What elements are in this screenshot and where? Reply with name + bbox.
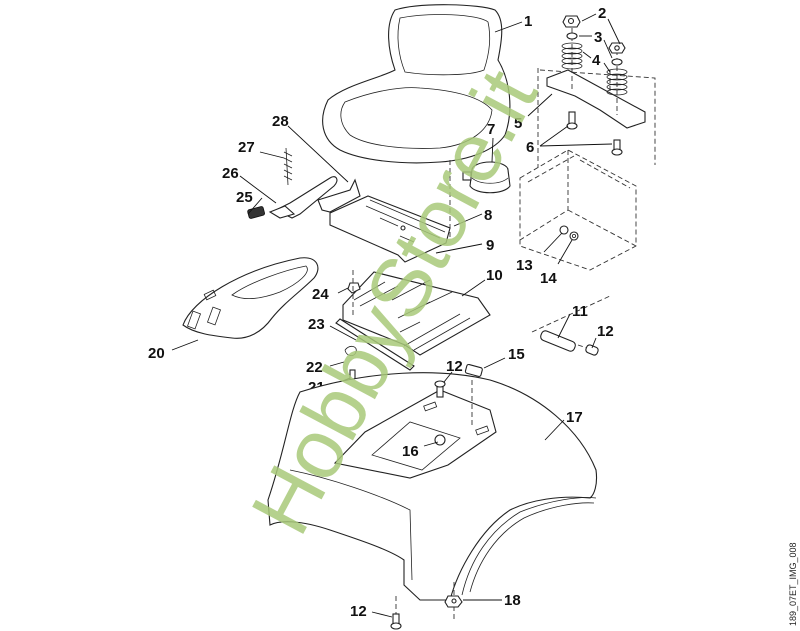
callout-5: 5 xyxy=(514,115,522,132)
leader-3b xyxy=(603,39,613,59)
leader-13 xyxy=(543,232,563,253)
callout-17: 17 xyxy=(566,409,583,426)
leader-2b xyxy=(607,18,621,45)
callout-9: 9 xyxy=(486,237,494,254)
leader-6a xyxy=(539,125,569,147)
callout-10: 10 xyxy=(486,267,503,284)
callout-23: 23 xyxy=(308,316,325,333)
callout-3: 3 xyxy=(594,29,602,46)
lever-assembly xyxy=(247,147,361,219)
leader-20 xyxy=(171,339,199,351)
callout-26: 26 xyxy=(222,165,239,182)
seat-slide xyxy=(329,160,451,263)
leader-22 xyxy=(329,361,345,367)
leader-7 xyxy=(491,137,494,163)
seat xyxy=(322,4,511,164)
callout-11: 11 xyxy=(572,303,588,320)
seat-rail-plate xyxy=(342,271,491,356)
leader-28 xyxy=(287,125,349,183)
callout-15: 15 xyxy=(508,346,525,363)
callout-7: 7 xyxy=(487,121,495,138)
callout-12a: 12 xyxy=(597,323,614,340)
leader-24 xyxy=(337,287,349,294)
leader-1 xyxy=(494,21,523,33)
leader-6b xyxy=(539,143,613,147)
callout-4: 4 xyxy=(592,52,601,69)
leader-4a xyxy=(582,51,592,59)
callout-27: 27 xyxy=(238,139,255,156)
leader-15 xyxy=(483,357,506,369)
rubber-buffer xyxy=(464,363,483,378)
callout-16: 16 xyxy=(402,443,419,460)
leader-4b xyxy=(603,62,611,73)
callout-1: 1 xyxy=(524,13,532,30)
callout-18: 18 xyxy=(504,592,521,609)
leader-12a xyxy=(591,337,597,349)
small-parts-left xyxy=(335,270,415,381)
callout-25: 25 xyxy=(236,189,253,206)
leader-17 xyxy=(544,419,565,441)
leader-9 xyxy=(435,243,483,254)
leader-14 xyxy=(557,239,573,265)
seat-bracket xyxy=(537,15,656,168)
leader-27 xyxy=(259,151,285,159)
leader-5 xyxy=(527,93,553,117)
callout-13: 13 xyxy=(516,257,533,274)
rear-fender xyxy=(267,372,598,601)
leader-11 xyxy=(557,313,571,339)
callout-22: 22 xyxy=(306,359,323,376)
callout-8: 8 xyxy=(484,207,492,224)
callout-20: 20 xyxy=(148,345,165,362)
callout-12b: 12 xyxy=(446,358,463,375)
pivot-pin xyxy=(531,295,611,356)
leader-23 xyxy=(329,325,357,341)
console-cover xyxy=(182,257,319,339)
seat-frame xyxy=(519,149,637,271)
callout-14: 14 xyxy=(540,270,557,287)
leader-2a xyxy=(581,13,597,22)
callout-6: 6 xyxy=(526,139,534,156)
leader-16 xyxy=(423,441,439,447)
callout-12c: 12 xyxy=(350,603,367,620)
reference-code: 189_07ET_IMG_008 xyxy=(788,542,798,626)
leader-12b xyxy=(443,371,453,383)
leader-8 xyxy=(453,213,483,227)
leader-26 xyxy=(239,175,277,204)
callout-28: 28 xyxy=(272,113,289,130)
leader-12c xyxy=(371,611,393,618)
seat-switch xyxy=(462,161,511,194)
leader-10 xyxy=(461,279,486,297)
callout-2: 2 xyxy=(598,5,606,22)
callout-24: 24 xyxy=(312,286,329,303)
leader-25 xyxy=(247,197,263,215)
